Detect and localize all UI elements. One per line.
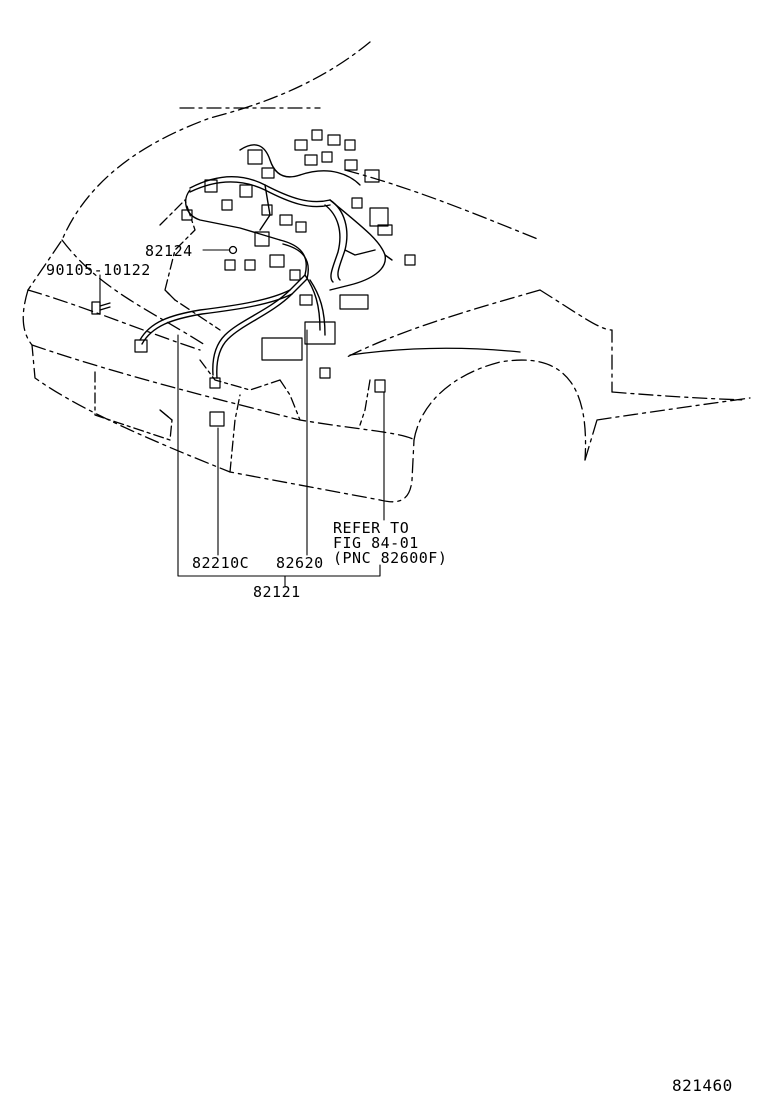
connector-blocks xyxy=(134,129,416,427)
figure-number: 821460 xyxy=(672,1076,733,1095)
bolt-part-label: 90105-10122 xyxy=(46,261,151,279)
refer-note-line-3: (PNC 82600F) xyxy=(333,549,448,567)
clip-icon xyxy=(228,245,238,255)
clip-part-label: 82124 xyxy=(145,242,193,260)
car-body-outline xyxy=(22,289,751,503)
leader-lines xyxy=(99,249,385,587)
refer-note-line-2: FIG 84-01 xyxy=(333,534,419,552)
connector-mid-part-label: 82620 xyxy=(276,554,324,572)
refer-note-line-1: REFER TO xyxy=(333,519,410,537)
connector-left-part-label: 82210C xyxy=(192,554,250,572)
hood-outline xyxy=(27,41,541,359)
harness-main-part-label: 82121 xyxy=(253,583,301,601)
bolt-icon xyxy=(91,301,111,315)
engine-bay-structure xyxy=(159,199,371,426)
